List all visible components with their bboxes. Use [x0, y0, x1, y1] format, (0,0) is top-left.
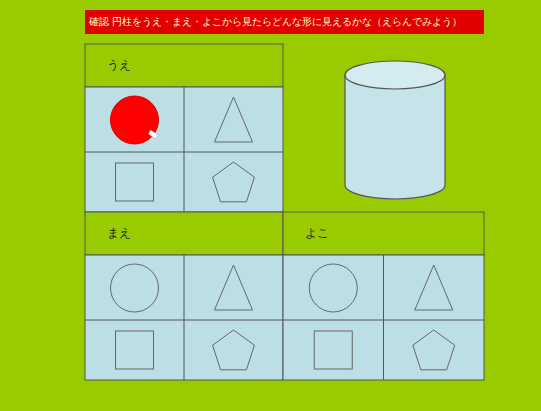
view-panel: まえ	[85, 212, 283, 380]
triangle-shape	[415, 265, 453, 310]
grid-area	[85, 87, 283, 212]
header-band	[85, 44, 283, 87]
grid-area	[283, 255, 484, 380]
cursor-mark	[149, 130, 159, 139]
square-shape	[314, 331, 352, 369]
view-panel: よこ	[283, 212, 484, 380]
triangle-shape	[215, 265, 253, 310]
grid-line	[85, 152, 283, 153]
figure-part	[283, 212, 484, 380]
grid-line	[184, 87, 185, 212]
panel-label: うえ	[107, 57, 131, 74]
circle-shape	[111, 264, 159, 312]
panel-label: よこ	[305, 225, 329, 242]
header-band	[283, 212, 484, 255]
grid-line	[283, 320, 484, 321]
pentagon-shape	[213, 330, 255, 370]
square-shape	[116, 331, 154, 369]
grid-area	[85, 255, 283, 380]
cylinder-top	[345, 61, 445, 89]
square-shape	[116, 163, 154, 201]
cylinder-body	[345, 75, 445, 199]
grid-line	[184, 255, 185, 380]
pentagon-shape	[213, 162, 255, 202]
panel-grids	[85, 44, 484, 380]
panel-label: まえ	[107, 225, 131, 242]
circle-shape	[309, 264, 357, 312]
title-text: 確認 円柱をうえ・まえ・よこから見たらどんな形に見えるかな（えらんでみよう）	[89, 15, 462, 29]
view-panel: うえ	[85, 44, 283, 212]
figure-part	[85, 212, 283, 380]
figure-part	[85, 44, 283, 212]
triangle-shape	[215, 97, 253, 142]
cylinder-figure	[345, 61, 445, 199]
title-banner: 確認 円柱をうえ・まえ・よこから見たらどんな形に見えるかな（えらんでみよう）	[85, 10, 484, 34]
grid-line	[85, 320, 283, 321]
pentagon-shape	[413, 330, 455, 370]
circle-shape	[111, 96, 159, 144]
grid-line	[383, 255, 384, 380]
header-band	[85, 212, 283, 255]
